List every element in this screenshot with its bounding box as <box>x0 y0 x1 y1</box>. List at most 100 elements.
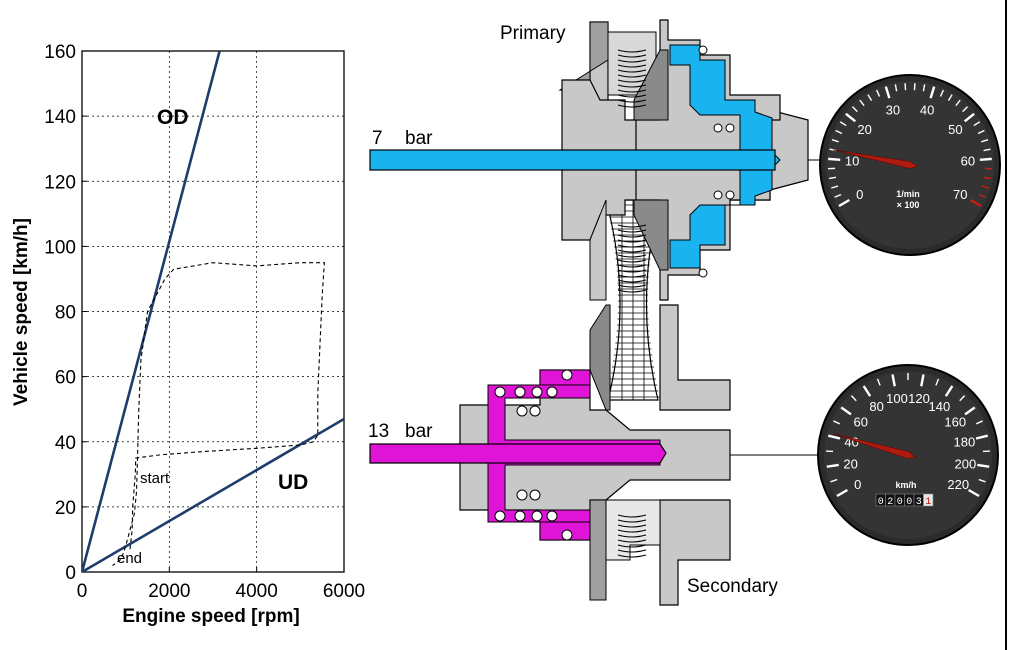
gauge-tick <box>977 463 990 468</box>
odometer-digit: 2 <box>887 497 893 508</box>
tachometer-unit-line1: 1/min <box>896 189 920 199</box>
y-tick-label: 40 <box>55 433 76 454</box>
gauge-tick <box>876 89 881 97</box>
gauge-number: 140 <box>929 399 951 414</box>
gauge-number: 180 <box>954 434 976 449</box>
y-tick-label: 120 <box>44 172 76 193</box>
gauge-tick <box>838 198 850 208</box>
x-tick-label: 0 <box>77 581 88 602</box>
series-line-ud <box>82 417 344 572</box>
gauge-tick <box>835 129 843 135</box>
secondary-label: Secondary <box>687 576 778 597</box>
odometer-digit: 0 <box>906 497 912 508</box>
gauge-number: 160 <box>944 414 966 429</box>
gauge-tick <box>833 420 841 425</box>
gauge-tick <box>850 395 857 402</box>
gauge-tick <box>894 84 898 92</box>
gauge-tick <box>834 193 842 198</box>
gauge-tick <box>975 420 983 425</box>
gauge-tick <box>975 434 988 440</box>
primary-pressure-unit: bar <box>405 128 433 149</box>
gauge-tick <box>968 488 980 498</box>
gauge-tick <box>867 94 873 101</box>
gauge-tick <box>929 86 936 99</box>
gauge-tick <box>939 89 944 97</box>
gauge-number: 60 <box>961 154 975 169</box>
gauge-tick <box>947 94 953 101</box>
gauge-tick <box>839 121 847 127</box>
gauge-tick <box>922 84 926 92</box>
gauge-number: 60 <box>854 414 868 429</box>
x-tick-label: 2000 <box>148 581 190 602</box>
odometer-digit: 0 <box>897 497 903 508</box>
gauge-tick <box>862 385 872 397</box>
gauge-number: 220 <box>947 477 969 492</box>
gauge-tick <box>884 86 891 99</box>
gauge-tick <box>845 112 857 123</box>
x-tick-label: 4000 <box>236 581 278 602</box>
gauge-tick <box>831 185 839 189</box>
tachometer-ticks <box>828 83 992 208</box>
speedometer-ticks <box>826 373 990 498</box>
gauge-tick <box>830 478 838 483</box>
gauge-tick <box>920 374 925 387</box>
series-line-od <box>82 51 221 572</box>
y-tick-label: 0 <box>65 563 76 584</box>
gauge-tick <box>973 121 981 127</box>
primary-oil-chamber <box>669 44 773 269</box>
drive-cycle-trace <box>112 262 325 566</box>
gauge-tick <box>963 112 975 123</box>
speedometer-unit: km/h <box>895 480 916 490</box>
gauge-tick <box>977 129 985 135</box>
gauge-tick <box>859 99 865 107</box>
y-tick-label: 100 <box>44 237 76 258</box>
gauge-number: 10 <box>845 154 859 169</box>
gauge-tick <box>983 148 991 152</box>
y-axis-label: Vehicle speed [km/h] <box>11 218 32 406</box>
primary-ball-bearings <box>698 45 735 278</box>
tachometer-unit-line2: × 100 <box>897 200 920 210</box>
odometer-digit-box <box>923 493 934 507</box>
x-tick-label: 6000 <box>323 581 365 602</box>
gauge-number: 20 <box>843 456 857 471</box>
x-axis-label: Engine speed [rpm] <box>122 606 299 627</box>
gauge-number: 30 <box>886 103 900 118</box>
x-tick-labels: 0 2000 4000 6000 <box>77 581 365 602</box>
y-tick-label: 20 <box>55 498 76 519</box>
chart-series <box>82 51 344 572</box>
gauge-tick <box>981 138 989 143</box>
tachometer-needle <box>833 149 919 169</box>
gauge-number: 80 <box>869 399 883 414</box>
odometer-digit: 0 <box>878 497 884 508</box>
cvt-diagram: Primary Secondary 7 bar 13 bar <box>368 19 830 606</box>
gauge-tick <box>981 185 989 189</box>
y-tick-label: 80 <box>55 303 76 324</box>
gauge-tick <box>840 406 852 416</box>
gauge-tick <box>978 478 986 483</box>
y-tick-label: 60 <box>55 368 76 389</box>
gauge-number: 50 <box>948 122 962 137</box>
gauge-tick <box>979 157 992 161</box>
od-label: OD <box>157 106 189 129</box>
odometer-digit: 3 <box>916 497 922 508</box>
secondary-shaft <box>369 443 667 464</box>
gauge-number: 120 <box>908 391 930 406</box>
primary-shaft <box>369 149 776 171</box>
y-tick-label: 140 <box>44 107 76 128</box>
gauge-tick <box>828 157 841 161</box>
gauge-tick <box>970 198 982 208</box>
primary-pressure-value: 7 <box>372 128 383 149</box>
gauge-tick <box>955 99 961 107</box>
gauge-tick <box>959 395 966 402</box>
gauge-tick <box>964 406 976 416</box>
gauge-number: 0 <box>856 187 863 202</box>
gauge-tick <box>836 488 848 498</box>
end-label: end <box>117 550 142 567</box>
